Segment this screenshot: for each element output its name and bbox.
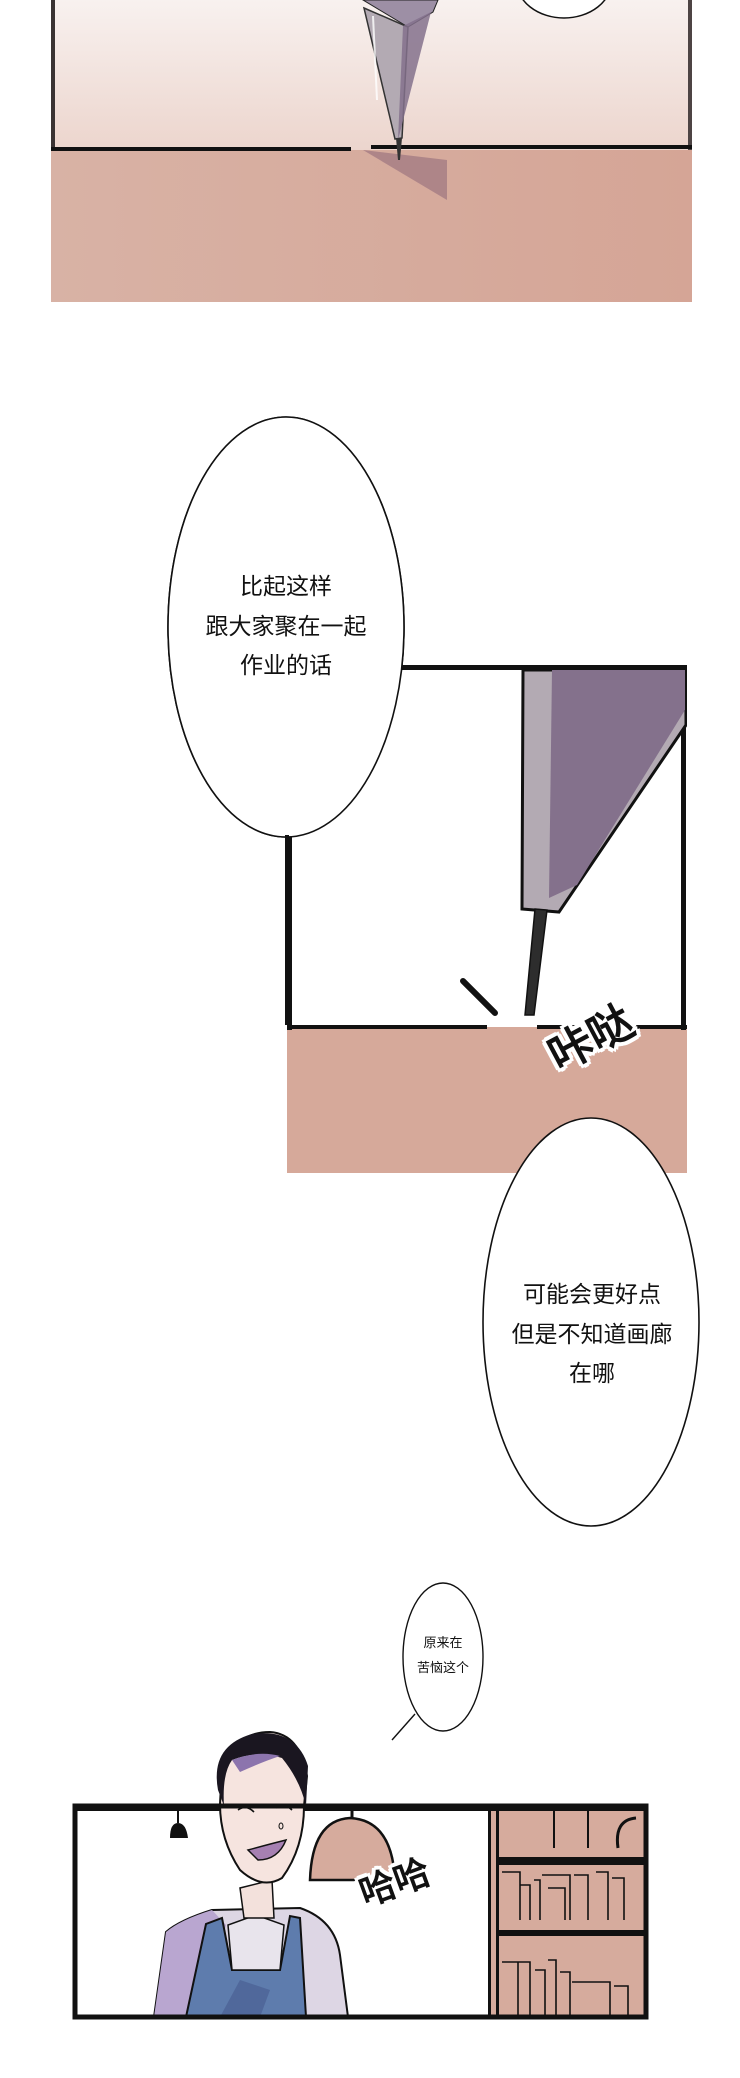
speech-bubble-2: 可能会更好点 但是不知道画廊 在哪 — [486, 1276, 698, 1395]
panel-3: 哈哈 — [0, 1720, 740, 2030]
bubble-2-line-1: 可能会更好点 — [523, 1282, 661, 1308]
pen-icon — [362, 0, 439, 160]
lamp-shade-icon — [308, 1810, 397, 1882]
bubble-2-line-2: 但是不知道画廊 — [511, 1321, 673, 1348]
bookshelf — [488, 1808, 646, 2017]
bubble-3-line-1: 原来在 — [423, 1636, 463, 1651]
panel-2: 咔哒 — [287, 665, 687, 1173]
panel-2-artwork — [287, 665, 687, 1173]
bubble-2-line-3: 在哪 — [569, 1361, 615, 1388]
speech-bubble-1: 比起这样 跟大家聚在一起 作业的话 — [168, 568, 404, 687]
pendant-lamp-icon — [170, 1810, 188, 1838]
bubble-1-line-3: 作业的话 — [240, 653, 332, 680]
panel-1 — [51, 0, 692, 302]
panel-3-artwork — [72, 1730, 649, 2020]
bubble-3-line-2: 苦恼这个 — [416, 1660, 469, 1676]
pen-icon — [460, 668, 687, 1016]
bubble-1-line-2: 跟大家聚在一起 — [205, 613, 367, 640]
speech-bubble-3: 原来在 苦恼这个 — [403, 1632, 483, 1681]
bubble-1-line-1: 比起这样 — [240, 574, 332, 600]
